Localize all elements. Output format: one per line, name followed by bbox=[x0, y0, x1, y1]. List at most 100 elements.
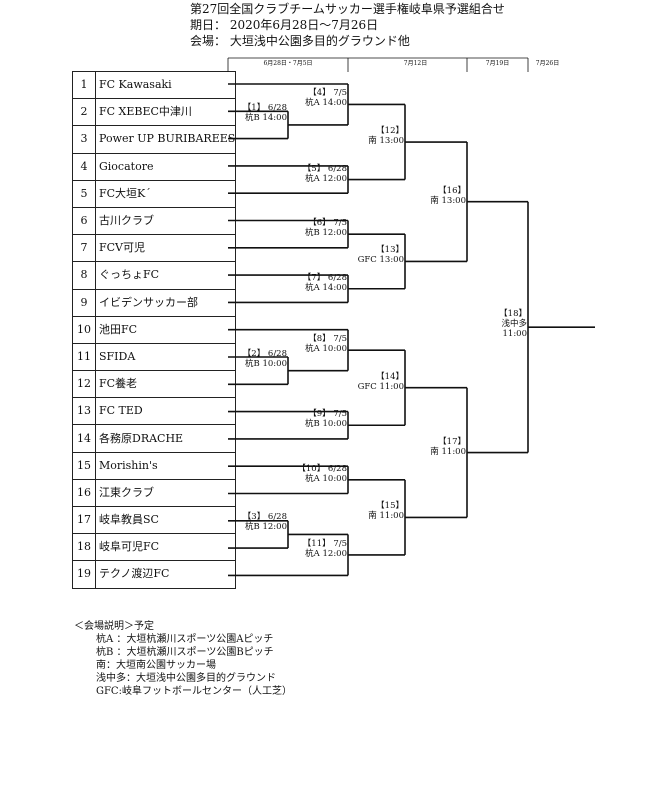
team-name: Morishin's bbox=[94, 451, 237, 480]
match-info: 浅中多 bbox=[501, 319, 527, 330]
match-info: 杭A 14:00 bbox=[305, 98, 347, 109]
team-name: FC Kawasaki bbox=[94, 70, 237, 100]
team-name: 各務原DRACHE bbox=[94, 424, 237, 453]
round-date-header: 7月12日 bbox=[403, 60, 428, 67]
match-info: 11:00 bbox=[502, 329, 528, 340]
match-info: 南 11:00 bbox=[368, 511, 404, 522]
match-number: 【12】 bbox=[376, 126, 404, 136]
match-info: GFC 13:00 bbox=[357, 255, 404, 266]
match-number: 【2】 6/28 bbox=[242, 348, 287, 359]
team-name: 池田FC bbox=[94, 315, 237, 344]
team-name: 岐阜可児FC bbox=[94, 533, 237, 562]
match-number: 【10】 6/28 bbox=[297, 463, 347, 474]
match-number: 【17】 bbox=[438, 436, 466, 447]
match-number: 【15】 bbox=[376, 501, 404, 512]
match-info: 杭B 12:00 bbox=[305, 228, 347, 239]
match-info: 杭A 14:00 bbox=[305, 282, 347, 293]
match-info: 杭A 12:00 bbox=[305, 548, 347, 559]
team-name: 江東クラブ bbox=[94, 478, 237, 508]
team-seed: 3 bbox=[72, 125, 96, 154]
team-seed: 7 bbox=[72, 234, 96, 263]
match-number: 【18】 bbox=[499, 309, 527, 320]
match-info: 杭B 10:00 bbox=[245, 358, 287, 369]
team-seed: 16 bbox=[72, 478, 96, 508]
match-number: 【1】 6/28 bbox=[242, 102, 287, 113]
match-number: 【3】 6/28 bbox=[242, 512, 287, 523]
event-venue: 会場： 大垣浅中公園多目的グラウンド他 bbox=[190, 34, 410, 48]
match-number: 【14】 bbox=[376, 371, 404, 382]
team-name: イビデンサッカー部 bbox=[94, 288, 237, 317]
team-name: FC XEBEC中津川 bbox=[94, 98, 237, 127]
venue-note: 浅中多：大垣浅中公園多目的グラウンド bbox=[96, 673, 276, 684]
match-number: 【5】 6/28 bbox=[302, 163, 347, 174]
round-date-header: 6月28日・7月5日 bbox=[263, 60, 313, 67]
match-label: 【12】南 13:00 bbox=[368, 126, 404, 146]
venue-note: 杭A ：大垣杭瀬川スポーツ公園Aピッチ bbox=[96, 634, 274, 645]
team-name: FC大垣Kˊ bbox=[94, 179, 237, 208]
match-info: 南 11:00 bbox=[430, 446, 466, 457]
team-seed: 19 bbox=[72, 560, 96, 589]
match-info: 杭A 10:00 bbox=[305, 344, 347, 355]
match-info: 杭A 12:00 bbox=[305, 173, 347, 184]
match-info: 南 13:00 bbox=[430, 195, 466, 206]
match-number: 【7】 6/28 bbox=[302, 272, 347, 283]
match-number: 【9】 7/5 bbox=[308, 409, 347, 420]
round-date-header: 7月19日 bbox=[485, 60, 510, 67]
round-date-header: 7月26日 bbox=[535, 60, 560, 67]
match-number: 【4】 7/5 bbox=[308, 88, 347, 99]
match-label: 【14】GFC 11:00 bbox=[358, 372, 404, 392]
match-number: 【13】 bbox=[376, 245, 404, 256]
match-number: 【6】 7/5 bbox=[308, 218, 347, 229]
team-name: Giocatore bbox=[94, 152, 237, 181]
team-name: テクノ渡辺FC bbox=[94, 560, 237, 589]
match-number: 【8】 7/5 bbox=[308, 334, 347, 345]
match-info: 杭B 10:00 bbox=[305, 419, 347, 430]
page-title: 第27回全国クラブチームサッカー選手権岐阜県予選組合せ bbox=[190, 2, 505, 16]
match-info: 杭A 10:00 bbox=[305, 473, 347, 484]
match-label: 【15】南 11:00 bbox=[368, 501, 404, 521]
team-seed: 12 bbox=[72, 370, 96, 399]
venue-note: 杭B ：大垣杭瀬川スポーツ公園Bピッチ bbox=[96, 647, 274, 658]
match-info: GFC 11:00 bbox=[357, 381, 404, 392]
event-period: 期日： 2020年6月28日〜7月26日 bbox=[190, 18, 379, 32]
match-label: 【17】南 11:00 bbox=[430, 437, 466, 457]
team-seed: 10 bbox=[72, 315, 96, 344]
team-seed: 8 bbox=[72, 261, 96, 290]
match-label: 【16】南 13:00 bbox=[430, 186, 466, 206]
venue-note: GFC:岐阜フットボールセンター（人工芝） bbox=[96, 686, 292, 697]
venue-notes-heading: ＜会場説明＞予定 bbox=[74, 621, 154, 632]
match-number: 【11】 7/5 bbox=[302, 538, 347, 549]
match-info: 南 13:00 bbox=[368, 136, 404, 146]
team-name: Power UP BURIBAREES bbox=[94, 125, 237, 154]
match-label: 【13】GFC 13:00 bbox=[358, 245, 404, 265]
venue-note: 南：大垣南公園サッカー場 bbox=[96, 660, 216, 671]
match-info: 杭B 14:00 bbox=[245, 112, 287, 123]
